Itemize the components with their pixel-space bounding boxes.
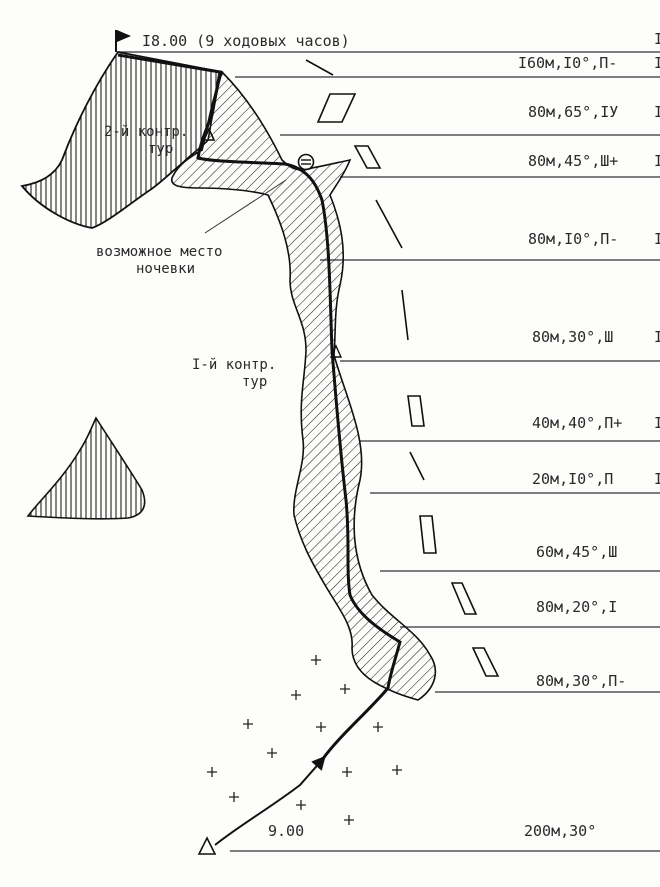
route-line <box>117 53 402 761</box>
route-approach <box>214 755 326 846</box>
edge-mark: I <box>654 230 660 248</box>
section-lines <box>118 51 660 852</box>
bivouac-label-line1: возможное место <box>96 244 222 260</box>
control-2-label-line2: тур <box>148 141 173 157</box>
isolated-rock <box>26 416 146 520</box>
start-triangle-icon <box>197 836 217 855</box>
section-label: 40м,40°,П+ <box>532 414 622 432</box>
control-2-label-line1: 2-й контр. <box>104 124 188 140</box>
section-label: 200м,30° <box>524 822 596 840</box>
bivouac-icon <box>297 153 315 171</box>
section-label: 80м,45°,Ш+ <box>528 152 618 170</box>
edge-mark: I <box>654 152 660 170</box>
edge-mark: I <box>654 54 660 72</box>
edge-mark: I <box>654 103 660 121</box>
control-cairn-2-icon <box>202 127 216 141</box>
control-1-label-line1: I-й контр. <box>192 357 276 373</box>
bivouac-pointer <box>204 179 287 234</box>
start-time-label: 9.00 <box>268 822 304 840</box>
upper-ridge <box>20 51 224 229</box>
section-label: 60м,45°,Ш <box>536 543 617 561</box>
right-edge-marks: I I I I I I I I <box>654 30 660 488</box>
finish-flag-icon <box>115 30 131 52</box>
edge-mark: I <box>654 328 660 346</box>
edge-mark: I <box>654 470 660 488</box>
section-label: 20м,I0°,П <box>532 470 613 488</box>
section-label: 80м,65°,IУ <box>528 103 618 121</box>
edge-mark: I <box>654 30 660 48</box>
bivouac-label-line2: ночевки <box>136 261 195 277</box>
section-label: I60м,I0°,П- <box>518 54 617 72</box>
edge-mark: I <box>654 414 660 432</box>
section-label: 80м,30°,П- <box>536 672 626 690</box>
section-label: 80м,30°,Ш <box>532 328 613 346</box>
section-label: 80м,20°,I <box>536 598 617 616</box>
section-annotations: I60м,I0°,П- 80м,65°,IУ 80м,45°,Ш+ 80м,I0… <box>518 54 626 840</box>
control-1-label-line2: тур <box>242 374 267 390</box>
profile-segments <box>305 59 500 677</box>
finish-label: I8.00 (9 ходовых часов) <box>142 32 350 50</box>
control-cairn-1-icon <box>329 344 343 358</box>
scree-field <box>207 655 402 825</box>
gully <box>171 70 437 701</box>
section-label: 80м,I0°,П- <box>528 230 618 248</box>
